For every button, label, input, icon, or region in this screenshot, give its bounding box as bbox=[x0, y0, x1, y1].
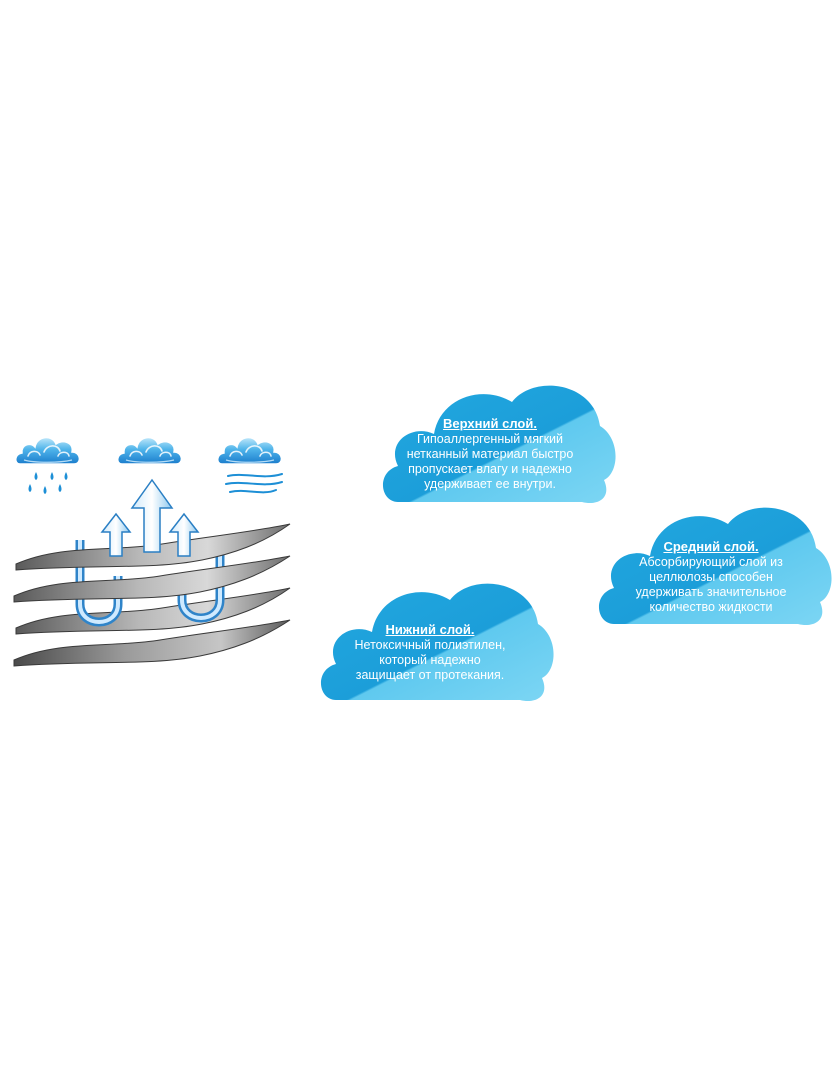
layer-stack-icon bbox=[13, 478, 291, 667]
layer-bottom-info: Нижний слой. Нетоксичный полиэтилен, кот… bbox=[326, 622, 534, 683]
layer-middle-title: Средний слой. bbox=[663, 539, 759, 554]
layer-top-title: Верхний слой. bbox=[443, 416, 537, 431]
rain-cloud-icon bbox=[14, 436, 81, 494]
layer-bottom-description: Нетоксичный полиэтилен, который надежно … bbox=[354, 638, 506, 682]
layer-middle-description: Абсорбирующий слой из целлюлозы способен… bbox=[635, 555, 787, 614]
layer-top-info: Верхний слой. Гипоаллергенный мягкий нет… bbox=[382, 416, 598, 492]
layer-bottom-title: Нижний слой. bbox=[385, 622, 475, 637]
wind-cloud-icon bbox=[216, 436, 283, 494]
layer-middle-info: Средний слой. Абсорбирующий слой из целл… bbox=[600, 539, 822, 615]
layer-top-description: Гипоаллергенный мягкий нетканный материа… bbox=[406, 432, 574, 491]
cloud-icon bbox=[116, 436, 183, 465]
